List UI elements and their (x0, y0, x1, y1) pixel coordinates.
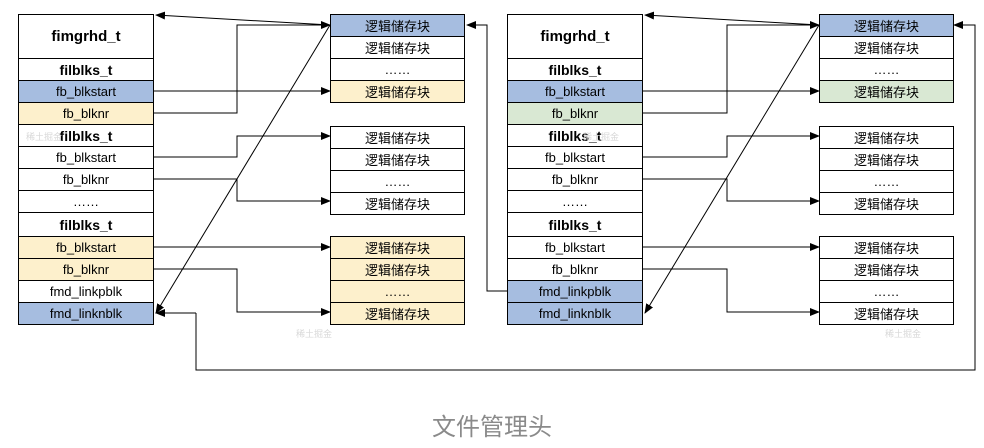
diagram-1-block-0-3: 逻辑储存块 (330, 80, 465, 103)
arrow-blknr-2 (154, 178, 331, 205)
diagram-2-block-0-1: 逻辑储存块 (819, 36, 954, 59)
diagram-2-block-2-0: 逻辑储存块 (819, 236, 954, 259)
diagram-2-block-2-1: 逻辑储存块 (819, 258, 954, 281)
diagram-2-header-row-8: filblks_t (507, 212, 643, 237)
diagram-2-block-0-2: …… (819, 58, 954, 81)
diagram-2-block-0-3: 逻辑储存块 (819, 80, 954, 103)
diagram-1-header-row-11: fmd_linkpblk (18, 280, 154, 303)
watermark-3: 稀土掘金 (885, 329, 922, 339)
watermark-1: 稀土掘金 (296, 329, 333, 339)
arrow-blkstart-2 (154, 132, 331, 158)
diagram-1-header-row-1: filblks_t (18, 58, 154, 81)
diagram-1-header-row-6: fb_blknr (18, 168, 154, 191)
diagram-1-header-row-9: fb_blkstart (18, 236, 154, 259)
diagram-1-header-row-12: fmd_linknblk (18, 302, 154, 325)
arrow-blknr-2b (643, 178, 820, 205)
arrow-blknr-3 (154, 268, 331, 316)
diagram-1-header-row-7: …… (18, 190, 154, 213)
diagram-2-block-2-2: …… (819, 280, 954, 303)
diagram-2-header-row-7: …… (507, 190, 643, 213)
diagram-2-block-1-2: …… (819, 170, 954, 193)
arrow-blknr-1b (643, 87, 820, 114)
diagram-2-block-2-3: 逻辑储存块 (819, 302, 954, 325)
diagram-1-header-row-10: fb_blknr (18, 258, 154, 281)
diagram-1-block-0-2: …… (330, 58, 465, 81)
arrow-prev-link (155, 24, 331, 314)
diagram-2-header-row-4: filblks_t (507, 124, 643, 147)
diagram-1-block-1-1: 逻辑储存块 (330, 148, 465, 171)
diagram-1-header-row-8: filblks_t (18, 212, 154, 237)
diagram-2-header-row-2: fb_blkstart (507, 80, 643, 103)
watermark-2: 稀土掘金 (583, 132, 620, 142)
diagram-1-header-row-3: fb_blknr (18, 102, 154, 125)
diagram-2-block-0-0: 逻辑储存块 (819, 14, 954, 37)
diagram-1-block-0-1: 逻辑储存块 (330, 36, 465, 59)
diagram-1-header-row-2: fb_blkstart (18, 80, 154, 103)
diagram-1-block-2-1: 逻辑储存块 (330, 258, 465, 281)
arrow-blkstart-1b (643, 21, 820, 92)
diagram-2-header-row-9: fb_blkstart (507, 236, 643, 259)
diagram-1-header-row-0: fimgrhd_t (18, 14, 154, 59)
diagram-1-block-2-3: 逻辑储存块 (330, 302, 465, 325)
diagram-2-header-row-5: fb_blkstart (507, 146, 643, 169)
arrow-blkstart-2b (643, 132, 820, 158)
diagram-1-block-1-2: …… (330, 170, 465, 193)
diagram-1-block-2-2: …… (330, 280, 465, 303)
diagram-1-block-2-0: 逻辑储存块 (330, 236, 465, 259)
diagram-2-header-row-10: fb_blknr (507, 258, 643, 281)
arrow-next-link (195, 21, 976, 371)
arrow-block-to-header-2 (644, 11, 820, 26)
diagram-1-block-1-0: 逻辑储存块 (330, 126, 465, 149)
diagram-2-header-row-0: fimgrhd_t (507, 14, 643, 59)
arrow-blknr-1 (154, 87, 331, 114)
arrow-block-to-header (155, 11, 331, 26)
diagram-2-block-1-0: 逻辑储存块 (819, 126, 954, 149)
diagram-2-header-row-3: fb_blknr (507, 102, 643, 125)
diagram-2-header-row-6: fb_blknr (507, 168, 643, 191)
arrow-blkstart-1 (154, 21, 331, 92)
diagram-1-block-1-3: 逻辑储存块 (330, 192, 465, 215)
arrow-blknr-3b (643, 268, 820, 316)
arrow-linkpblk-to-prev (466, 21, 507, 292)
diagram-2-header-row-12: fmd_linknblk (507, 302, 643, 325)
diagram-caption: 文件管理头 (432, 413, 552, 441)
diagram-2-block-1-3: 逻辑储存块 (819, 192, 954, 215)
arrow-prev-link-b (644, 24, 820, 314)
watermark-0: 稀土掘金 (26, 132, 63, 142)
diagram-1-block-0-0: 逻辑储存块 (330, 14, 465, 37)
diagram-2-block-1-1: 逻辑储存块 (819, 148, 954, 171)
diagram-1-header-row-5: fb_blkstart (18, 146, 154, 169)
diagram-2-header-row-11: fmd_linkpblk (507, 280, 643, 303)
diagram-2-header-row-1: filblks_t (507, 58, 643, 81)
